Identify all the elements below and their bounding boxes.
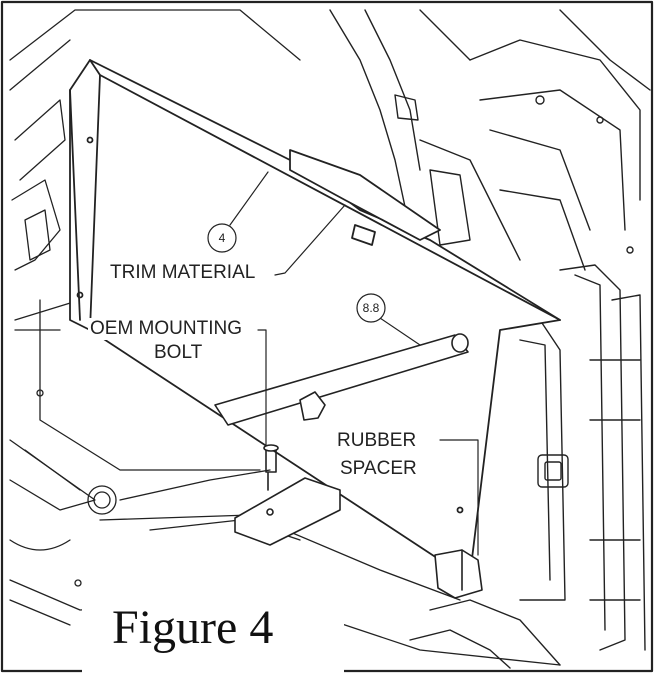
callout-number-rod: 8.8: [362, 301, 380, 315]
trim-material-label: TRIM MATERIAL: [108, 262, 258, 284]
pillar-and-seat: [329, 9, 651, 271]
oem-mounting-label-line1: OEM MOUNTING: [88, 318, 244, 340]
rod-part: [214, 333, 469, 426]
oem-mounting-label-line2: BOLT: [152, 342, 205, 364]
bracket-with-bolt: [234, 444, 341, 546]
callout-number-panel: 4: [218, 231, 226, 245]
figure-caption: Figure 4: [112, 601, 274, 654]
rubber-spacer-label-line2: SPACER: [338, 458, 419, 480]
trim-panel: [69, 59, 561, 576]
leader-lines: [229, 171, 479, 556]
caption-box: [82, 596, 344, 673]
rubber-spacer-label-line1: RUBBER: [335, 430, 419, 452]
callout-circle-rod: [356, 293, 386, 323]
callout-circle-panel: [207, 223, 237, 253]
rubber-spacer-part: [434, 549, 483, 599]
